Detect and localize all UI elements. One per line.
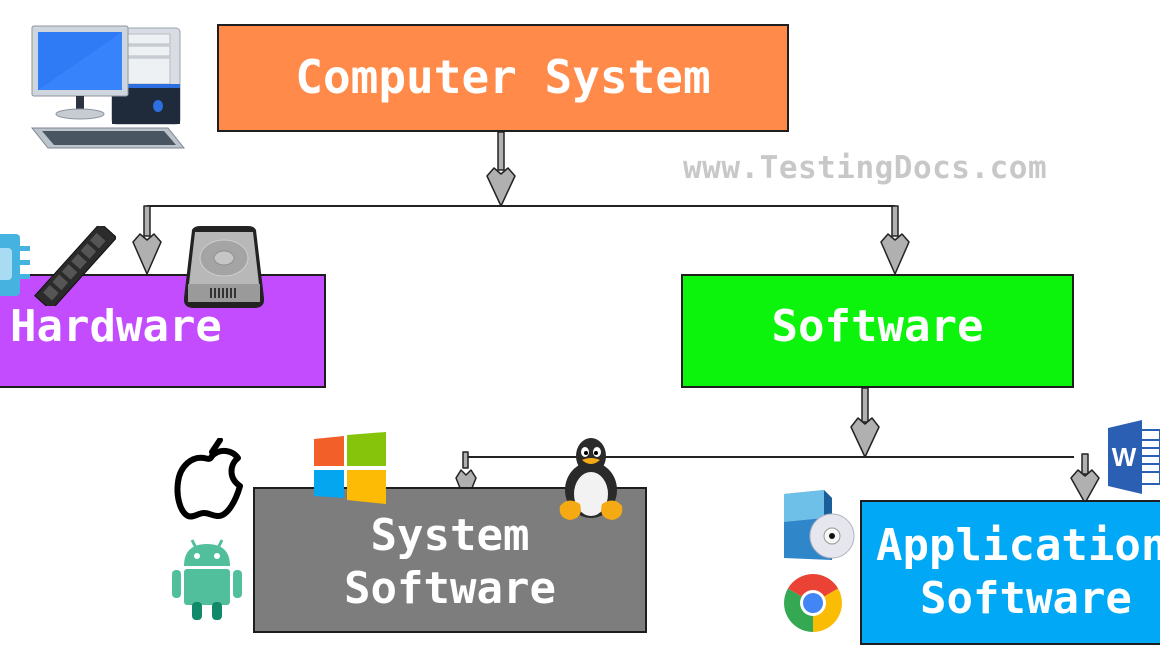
desktop-computer-icon: [30, 25, 186, 149]
node-computer-system-label: Computer System: [295, 50, 711, 105]
arrow-to-application-software: [1070, 453, 1100, 504]
chrome-icon: [784, 574, 842, 632]
linux-tux-icon: [559, 438, 623, 520]
arrow-to-system-software: [455, 451, 477, 504]
watermark: www.TestingDocs.com: [683, 150, 1048, 186]
node-application-software: Application Software: [860, 500, 1160, 645]
software-box-cd-icon: [784, 490, 855, 560]
arrow-to-hardware: [132, 205, 162, 275]
svg-text:W: W: [1112, 442, 1137, 472]
node-software-label: Software: [771, 300, 984, 352]
word-icon: W: [1108, 420, 1160, 494]
node-application-software-label-line2: Software: [920, 572, 1132, 624]
arrow-computer-down: [486, 131, 516, 207]
ram-module-icon: [34, 226, 116, 306]
node-system-software-label-line2: Software: [344, 563, 556, 614]
node-system-software-label-line1: System: [370, 510, 530, 562]
node-software: Software: [681, 274, 1074, 388]
node-application-software-label-line1: Application: [876, 519, 1160, 571]
hard-drive-icon: [183, 226, 265, 308]
cpu-chip-icon: [0, 234, 30, 296]
arrow-software-down: [850, 387, 880, 458]
arrow-to-software: [880, 205, 910, 275]
android-icon: [172, 539, 242, 620]
windows-icon: [314, 432, 386, 504]
node-computer-system: Computer System: [217, 24, 789, 132]
node-hardware-label: Hardware: [10, 300, 222, 352]
apple-icon: [174, 438, 243, 520]
